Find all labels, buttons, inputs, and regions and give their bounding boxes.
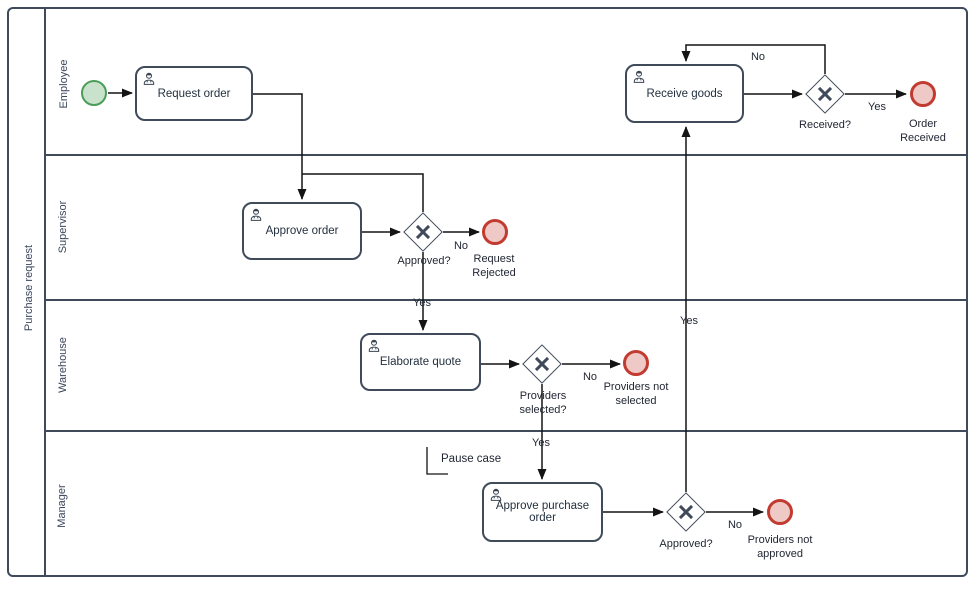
event-label-providers-not-approved: Providers not approved — [747, 534, 813, 560]
user-task-icon — [368, 339, 380, 352]
end-event-providers-not-approved[interactable] — [767, 499, 793, 525]
gateway-label-received: Received? — [799, 119, 851, 131]
flow-label-no-manager: No — [727, 519, 743, 531]
gateway-approved-supervisor[interactable] — [403, 212, 443, 252]
gateway-label-approved-supervisor: Approved? — [397, 255, 451, 267]
task-receive-goods[interactable]: Receive goods — [625, 64, 744, 123]
gateway-approved-manager[interactable] — [666, 492, 706, 532]
lane-divider-supervisor-warehouse — [46, 299, 966, 301]
task-request-order[interactable]: Request order — [135, 66, 253, 121]
user-task-icon — [250, 208, 262, 221]
gateway-providers-selected[interactable] — [522, 344, 562, 384]
event-label-order-received: Order Received — [900, 118, 946, 144]
exclusive-gateway-icon — [666, 492, 706, 532]
exclusive-gateway-icon — [522, 344, 562, 384]
flow-label-yes-manager: Yes — [680, 315, 698, 327]
task-label: Elaborate quote — [379, 356, 462, 368]
task-approve-order[interactable]: Approve order — [242, 202, 362, 260]
gateway-received[interactable] — [805, 74, 845, 114]
user-task-icon — [490, 488, 502, 501]
flow-label-yes-received: Yes — [868, 101, 886, 113]
task-label: Receive goods — [646, 87, 723, 100]
annotation-bracket[interactable] — [426, 447, 448, 475]
pool-label-divider — [44, 9, 46, 575]
user-task-icon — [633, 70, 645, 83]
flow-label-yes-supervisor: Yes — [413, 297, 431, 309]
start-event[interactable] — [81, 80, 107, 106]
flow-label-yes-providers: Yes — [532, 437, 550, 449]
gateway-label-approved-manager: Approved? — [659, 538, 713, 550]
flow-received-no-loop-to-receive-goods[interactable] — [681, 44, 826, 74]
event-label-request-rejected: Request Rejected — [472, 253, 516, 279]
lane-divider-employee-supervisor — [46, 154, 966, 156]
flow-label-no-received: No — [750, 51, 766, 63]
exclusive-gateway-icon — [805, 74, 845, 114]
task-approve-purchase-order[interactable]: Approve purchase order — [482, 482, 603, 542]
flow-branch-to-approved-gateway-top[interactable] — [302, 173, 424, 212]
flow-label-no-supervisor: No — [453, 240, 469, 252]
flow-label-no-providers: No — [582, 371, 598, 383]
pool-border[interactable] — [7, 7, 968, 577]
lane-divider-warehouse-manager — [46, 430, 966, 432]
task-elaborate-quote[interactable]: Elaborate quote — [360, 333, 481, 391]
end-event-providers-not-selected[interactable] — [623, 350, 649, 376]
event-label-providers-not-selected: Providers not selected — [603, 381, 669, 407]
annotation-label: Pause case — [441, 453, 502, 465]
flow-request-order-to-approve-order[interactable] — [253, 93, 307, 200]
end-event-order-received[interactable] — [910, 81, 936, 107]
task-label: Request order — [157, 87, 231, 100]
task-label: Approve purchase order — [495, 500, 590, 524]
exclusive-gateway-icon — [403, 212, 443, 252]
user-task-icon — [143, 72, 155, 85]
task-label: Approve order — [265, 225, 339, 237]
gateway-label-providers-selected: Providers selected? — [519, 390, 567, 416]
end-event-request-rejected[interactable] — [482, 219, 508, 245]
